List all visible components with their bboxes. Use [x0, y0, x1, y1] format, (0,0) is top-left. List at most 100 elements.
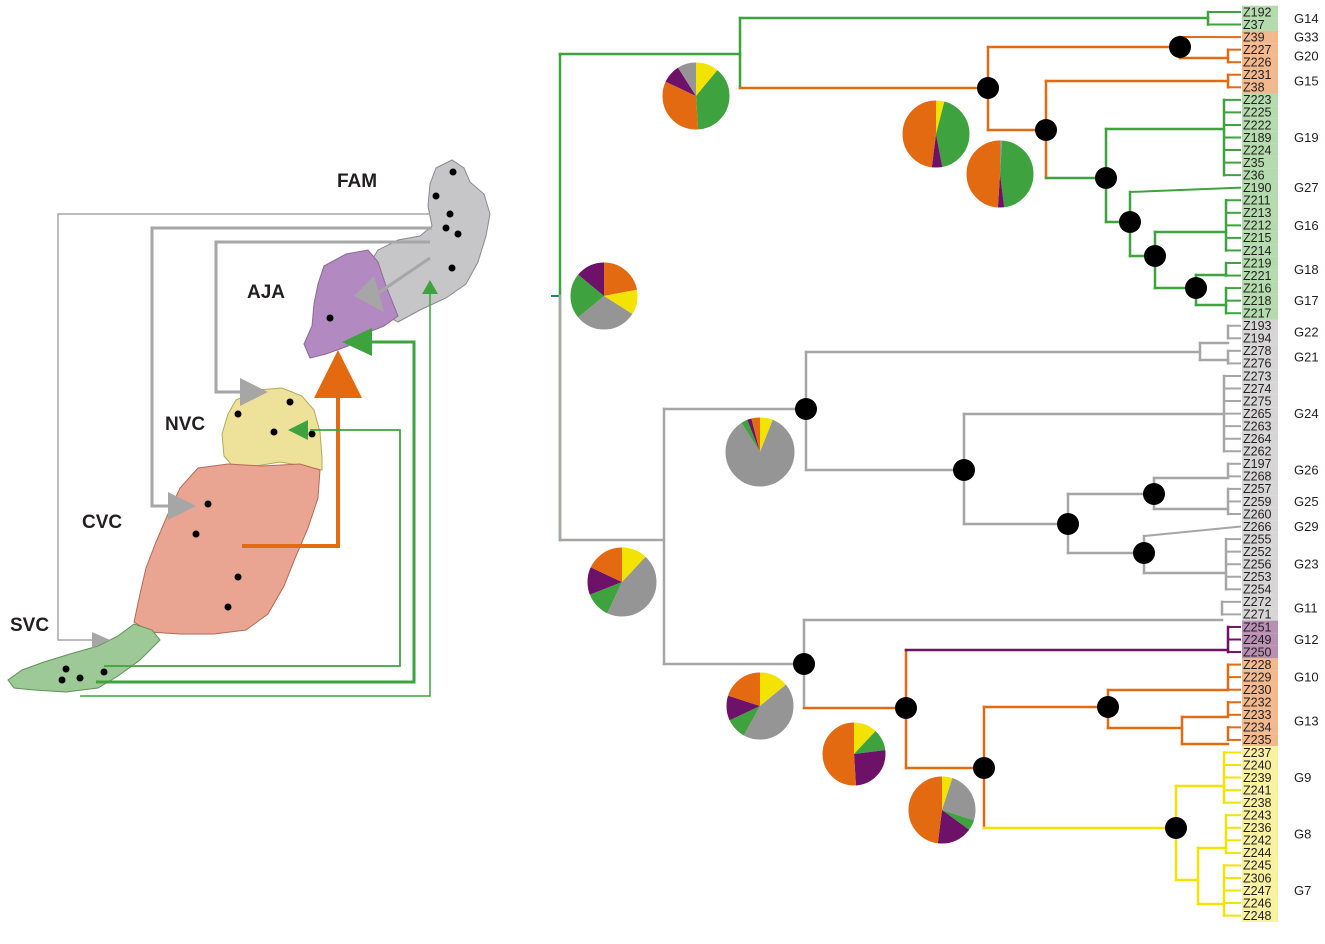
tip-label: Z251 [1243, 620, 1272, 634]
tip-highlight [1242, 332, 1278, 345]
pie-slice-aja [577, 262, 604, 296]
group-label: G20 [1294, 48, 1319, 63]
pie-outline [901, 99, 971, 169]
pie-slice-svc [696, 69, 730, 130]
group-label: G21 [1294, 350, 1319, 365]
pie-slice-svc [854, 730, 886, 754]
tip-label: Z225 [1243, 106, 1272, 120]
tip-label: Z252 [1243, 545, 1272, 559]
tip-label: Z268 [1243, 470, 1272, 484]
group-label: G26 [1294, 463, 1319, 478]
tip-highlight [1242, 68, 1278, 82]
tip-label: Z221 [1243, 269, 1272, 283]
tip-label: Z272 [1243, 595, 1272, 609]
group-label: G19 [1294, 130, 1319, 145]
tip-label: Z306 [1243, 871, 1272, 885]
tip-label: Z190 [1243, 181, 1272, 195]
pie-slice-svc [942, 810, 975, 830]
tip-label: Z241 [1243, 783, 1272, 797]
tip-highlight [1242, 131, 1278, 144]
tip-highlight [1242, 93, 1278, 107]
node-support-dot [1143, 483, 1165, 505]
tip-highlight [1242, 758, 1278, 772]
pie-slice-fam [743, 684, 795, 741]
tip-label: Z274 [1243, 382, 1272, 396]
tip-label: Z249 [1243, 633, 1272, 647]
tip-highlight [1242, 683, 1278, 696]
tip-highlight [1242, 407, 1278, 420]
group-label: G10 [1294, 670, 1319, 685]
tip-highlight [1242, 357, 1278, 370]
tip-highlight [1242, 457, 1278, 471]
tip-label: Z192 [1243, 5, 1272, 19]
pie-slice-svc [729, 706, 760, 736]
node-support-dot [1119, 211, 1141, 233]
pie-outline [725, 671, 795, 741]
node-support-dot [895, 697, 917, 719]
pie-slice-nvc [854, 722, 876, 754]
tip-label: Z234 [1243, 721, 1272, 735]
arrowhead-svc-to-fam [422, 280, 438, 294]
pie-outline [907, 775, 977, 845]
tip-highlight [1242, 432, 1278, 445]
locality-dots [58, 168, 462, 684]
svc-arrowheads [288, 280, 438, 440]
fam-to-aja-line [373, 256, 431, 298]
tip-label: Z213 [1243, 206, 1272, 220]
fam-to-nvc-line [214, 240, 430, 394]
tip-highlight [1242, 344, 1278, 358]
pie-slice-svc [1000, 140, 1034, 208]
tip-highlight [1242, 219, 1278, 232]
tip-highlight [1242, 796, 1278, 809]
arrowhead-svc-to-nvc [288, 420, 308, 440]
node-support-dot [1144, 245, 1166, 267]
pie-slice-svc [569, 274, 604, 318]
tip-label: Z212 [1243, 219, 1272, 233]
tip-highlight [1242, 306, 1278, 320]
dispersal-lines-svc [80, 292, 431, 697]
tip-highlight [1242, 369, 1278, 383]
tip-label: Z278 [1243, 344, 1272, 358]
tip-highlight [1242, 269, 1278, 282]
phylogenetic-tree: Z192Z37Z39Z227Z226Z231Z38Z223Z225Z222Z18… [551, 5, 1319, 923]
tip-highlight [1242, 470, 1278, 483]
tip-label: Z214 [1243, 244, 1272, 258]
tip-highlight [1242, 193, 1278, 207]
group-label: G33 [1294, 30, 1319, 45]
tip-label: Z273 [1243, 369, 1272, 383]
pie-slice-svc [741, 419, 760, 452]
node-support-dot [795, 398, 817, 420]
tip-label: Z260 [1243, 507, 1272, 521]
group-label: G27 [1294, 180, 1319, 195]
pie-slice-nvc [942, 776, 953, 810]
group-label: G16 [1294, 218, 1319, 233]
tip-label: Z224 [1243, 143, 1272, 157]
arrowhead-svc-to-aja [342, 328, 372, 356]
pie-slice-nvc [696, 62, 718, 96]
tip-branch [1142, 525, 1242, 538]
tip-highlight [1242, 583, 1278, 596]
tip-label: Z223 [1243, 93, 1272, 107]
pie-slice-nvc [760, 417, 773, 452]
node-support-dot [1035, 119, 1057, 141]
pie-slice-aja [997, 174, 1005, 208]
tip-label: Z264 [1243, 432, 1272, 446]
tip-label: Z247 [1243, 884, 1272, 898]
arrowhead-aja [354, 276, 384, 312]
node-support-dot [953, 459, 975, 481]
tip-highlight [1242, 608, 1278, 621]
tip-label: Z219 [1243, 256, 1272, 270]
tip-highlight [1242, 18, 1278, 31]
tip-label: Z239 [1243, 771, 1272, 785]
tip-label: Z275 [1243, 394, 1272, 408]
tip-highlight [1242, 43, 1278, 56]
tip-highlight [1242, 394, 1278, 408]
tip-label: Z39 [1243, 30, 1265, 44]
arrowhead-svc [92, 632, 110, 648]
tip-label: Z246 [1243, 896, 1272, 910]
tip-highlight [1242, 909, 1278, 922]
node-support-dot [1097, 696, 1119, 718]
pie-outline [821, 721, 887, 787]
tip-highlight [1242, 281, 1278, 295]
tip-label: Z245 [1243, 859, 1272, 873]
